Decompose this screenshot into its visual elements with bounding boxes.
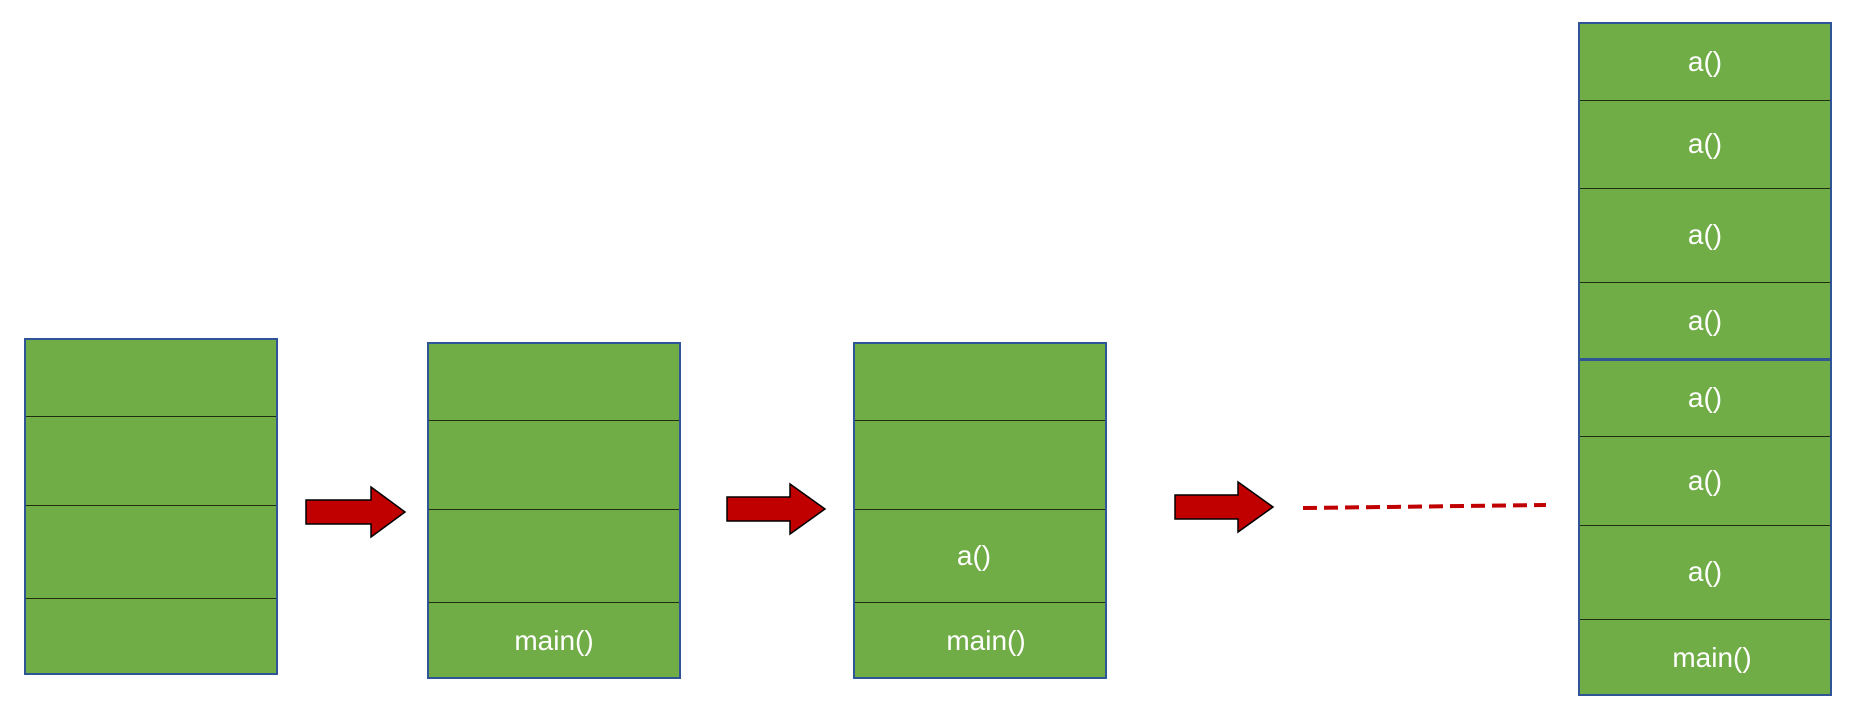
stack-frame-a: a() — [1580, 188, 1830, 282]
stack-frame — [855, 344, 1105, 420]
stack-frame-a: a() — [1580, 360, 1830, 436]
stack-frame-a: a() — [1580, 436, 1830, 525]
right-arrow-1 — [305, 485, 407, 539]
stack-frame — [26, 505, 276, 598]
frame-label: a() — [1687, 128, 1723, 159]
stack-frame-main: main() — [855, 602, 1105, 679]
frame-divider — [1580, 525, 1830, 526]
stack-frame — [855, 420, 1105, 509]
frame-divider — [855, 420, 1105, 421]
stack-frame — [26, 598, 276, 675]
frame-divider — [26, 416, 276, 417]
right-arrow-2 — [726, 482, 827, 536]
frame-label: a() — [1687, 46, 1723, 77]
frame-divider — [429, 509, 679, 510]
frame-label: a() — [1687, 382, 1723, 413]
stack-frame-a: a() — [1580, 24, 1830, 100]
stack-frame — [26, 340, 276, 416]
frame-divider — [429, 420, 679, 421]
stack-frame-a: a() — [1580, 100, 1830, 188]
stack-frame — [429, 420, 679, 509]
frame-label: main() — [946, 624, 1026, 656]
frame-divider — [26, 505, 276, 506]
frame-divider — [429, 602, 679, 603]
frame-label: a() — [956, 539, 992, 571]
stack-empty — [24, 338, 278, 675]
stack-frame — [26, 416, 276, 505]
frame-label: a() — [1687, 464, 1723, 496]
frame-label: main() — [1672, 641, 1752, 673]
stack-frame — [429, 509, 679, 602]
frame-label: a() — [1687, 556, 1723, 587]
stack-main: main() — [427, 342, 681, 679]
frame-label: a() — [1687, 304, 1723, 336]
dashed-continuation-line — [1302, 503, 1547, 510]
frame-divider — [26, 598, 276, 599]
stack-a-main: a() main() — [853, 342, 1107, 679]
stack-frame — [429, 344, 679, 420]
frame-divider — [1580, 188, 1830, 189]
stack-frame-main: main() — [1580, 619, 1830, 696]
right-arrow-3 — [1174, 480, 1275, 534]
frame-label: main() — [514, 624, 594, 656]
stack-recursive: a() a() a() a() a() a() a() main() — [1578, 22, 1832, 696]
frame-divider — [1580, 282, 1830, 283]
frame-label: a() — [1687, 219, 1723, 250]
frame-divider — [1580, 100, 1830, 101]
frame-divider — [1580, 619, 1830, 620]
frame-divider — [855, 509, 1105, 510]
stack-frame-a: a() — [1580, 525, 1830, 619]
frame-divider — [1580, 436, 1830, 437]
stack-frame-a: a() — [855, 509, 1105, 602]
stack-frame-a: a() — [1580, 282, 1830, 359]
stack-frame-main: main() — [429, 602, 679, 679]
frame-divider-join — [1580, 358, 1830, 361]
frame-divider — [855, 602, 1105, 603]
